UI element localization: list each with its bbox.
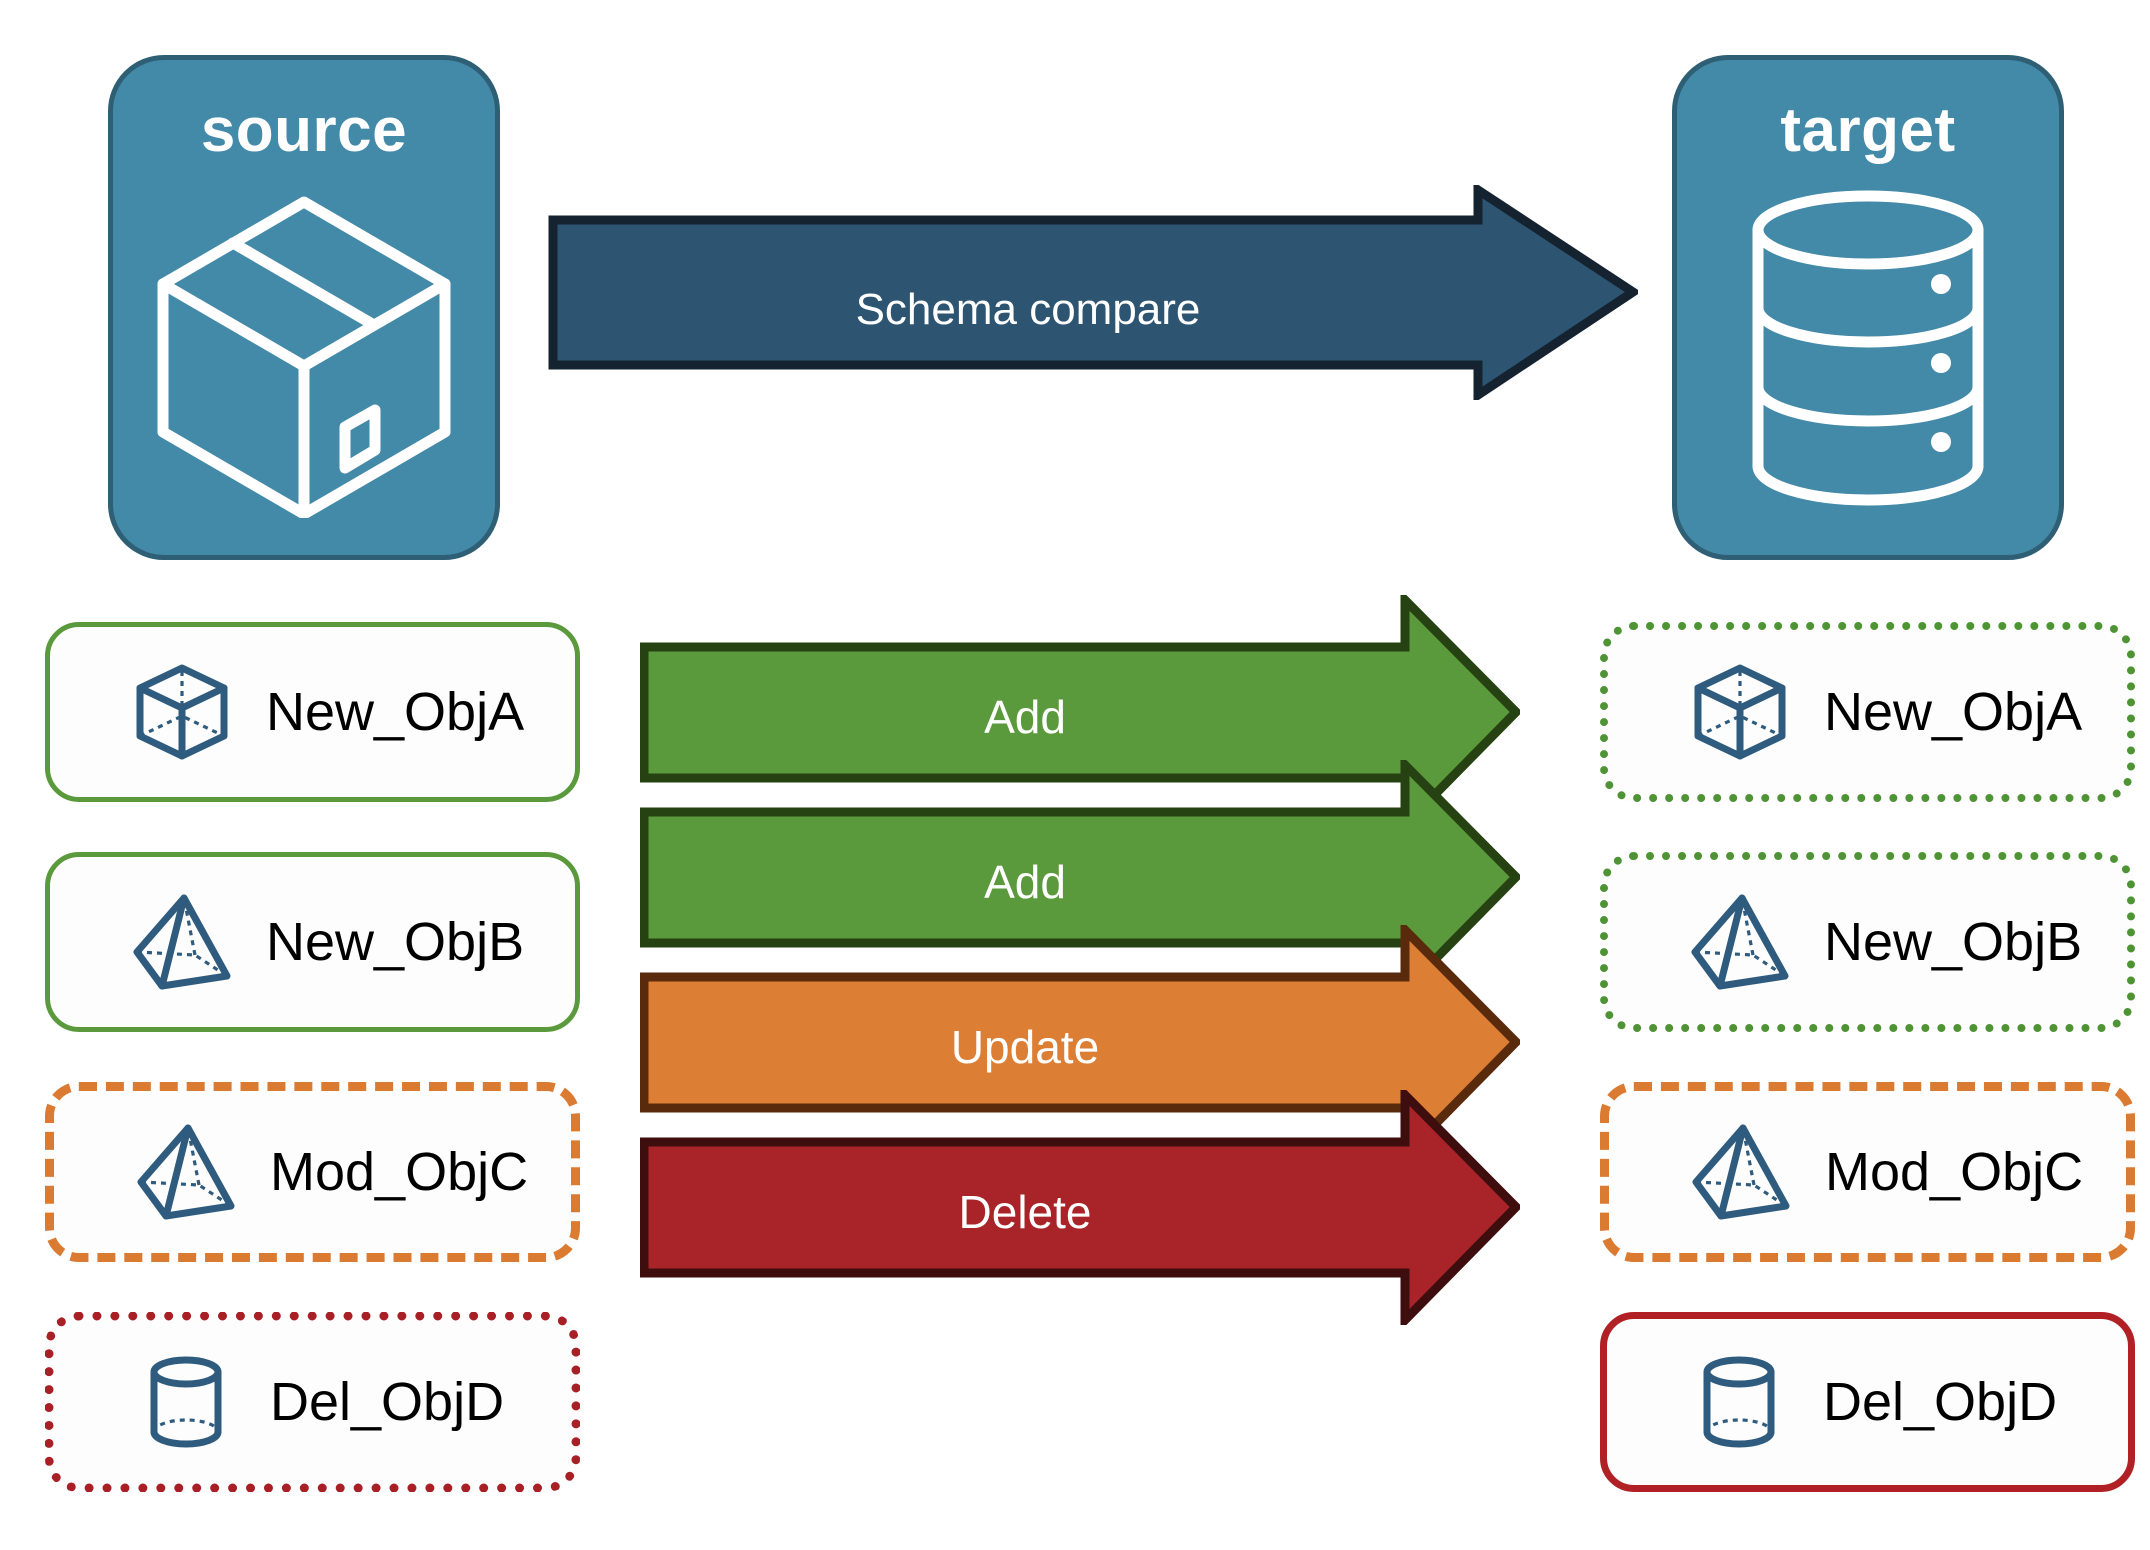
target-object-card-3[interactable]: Del_ObjD: [1600, 1312, 2135, 1492]
target-object-card-2[interactable]: Mod_ObjC: [1600, 1082, 2135, 1262]
source-object-card-1[interactable]: New_ObjB: [45, 852, 580, 1032]
target-object-label-1: New_ObjB: [1824, 912, 2083, 972]
target-title: target: [1780, 96, 1956, 165]
wireframe-pyramid-icon: [128, 888, 236, 996]
wireframe-pyramid-icon: [1687, 1118, 1795, 1226]
delete-arrow-3[interactable]: [639, 1084, 1523, 1332]
source-object-card-3[interactable]: Del_ObjD: [45, 1312, 580, 1492]
target-object-label-3: Del_ObjD: [1823, 1372, 2058, 1432]
source-title: source: [200, 96, 408, 165]
source-object-label-1: New_ObjB: [266, 912, 525, 972]
target-endpoint-card[interactable]: target: [1672, 55, 2064, 560]
wireframe-pyramid-icon: [132, 1118, 240, 1226]
wireframe-cube-icon: [1686, 658, 1794, 766]
wireframe-pyramid-icon: [1686, 888, 1794, 996]
source-object-card-0[interactable]: New_ObjA: [45, 622, 580, 802]
package-box-icon: [149, 188, 459, 523]
source-object-label-0: New_ObjA: [266, 682, 525, 742]
source-object-label-2: Mod_ObjC: [270, 1142, 529, 1202]
target-object-card-1[interactable]: New_ObjB: [1600, 852, 2135, 1032]
source-object-label-3: Del_ObjD: [270, 1372, 505, 1432]
wireframe-cylinder-icon: [1685, 1348, 1793, 1456]
add-arrow-0[interactable]: [639, 589, 1523, 837]
wireframe-cylinder-icon: [132, 1348, 240, 1456]
source-endpoint-card[interactable]: source: [108, 55, 500, 560]
schema-compare-arrow[interactable]: [548, 181, 1642, 404]
target-object-label-0: New_ObjA: [1824, 682, 2083, 742]
add-arrow-1[interactable]: [639, 754, 1523, 1002]
update-arrow-2[interactable]: [639, 919, 1523, 1167]
target-object-card-0[interactable]: New_ObjA: [1600, 622, 2135, 802]
wireframe-cube-icon: [128, 658, 236, 766]
target-object-label-2: Mod_ObjC: [1825, 1142, 2084, 1202]
source-object-card-2[interactable]: Mod_ObjC: [45, 1082, 580, 1262]
database-cylinder-icon: [1743, 188, 1993, 513]
